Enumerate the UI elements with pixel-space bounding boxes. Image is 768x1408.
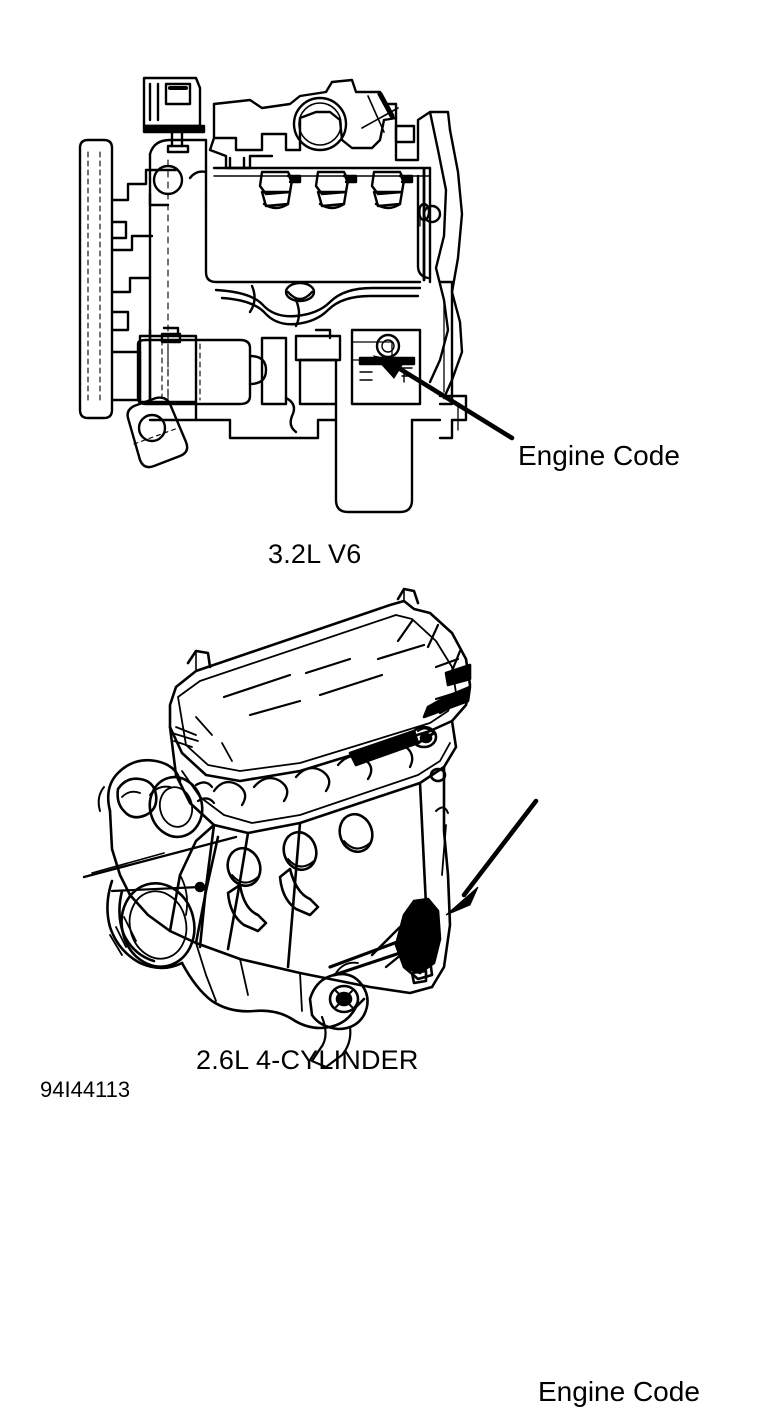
figure-v6-engine: Engine Code: [0, 0, 768, 590]
v6-callout-leader: [372, 355, 515, 441]
v6-engine-lineart: [78, 76, 515, 514]
l4-callout-leader: [445, 798, 539, 916]
caption-v6: 3.2L V6: [268, 539, 362, 569]
caption-l4: 2.6L 4-CYLINDER: [196, 1045, 419, 1075]
figure-l4-engine: Engine Code: [0, 575, 768, 1407]
engine-code-callout-l4: Engine Code: [538, 1376, 700, 1407]
l4-engine-lineart: [82, 587, 539, 1069]
engine-code-callout-v6: Engine Code: [518, 440, 680, 471]
figure-id-code: 94I44113: [40, 1077, 131, 1102]
